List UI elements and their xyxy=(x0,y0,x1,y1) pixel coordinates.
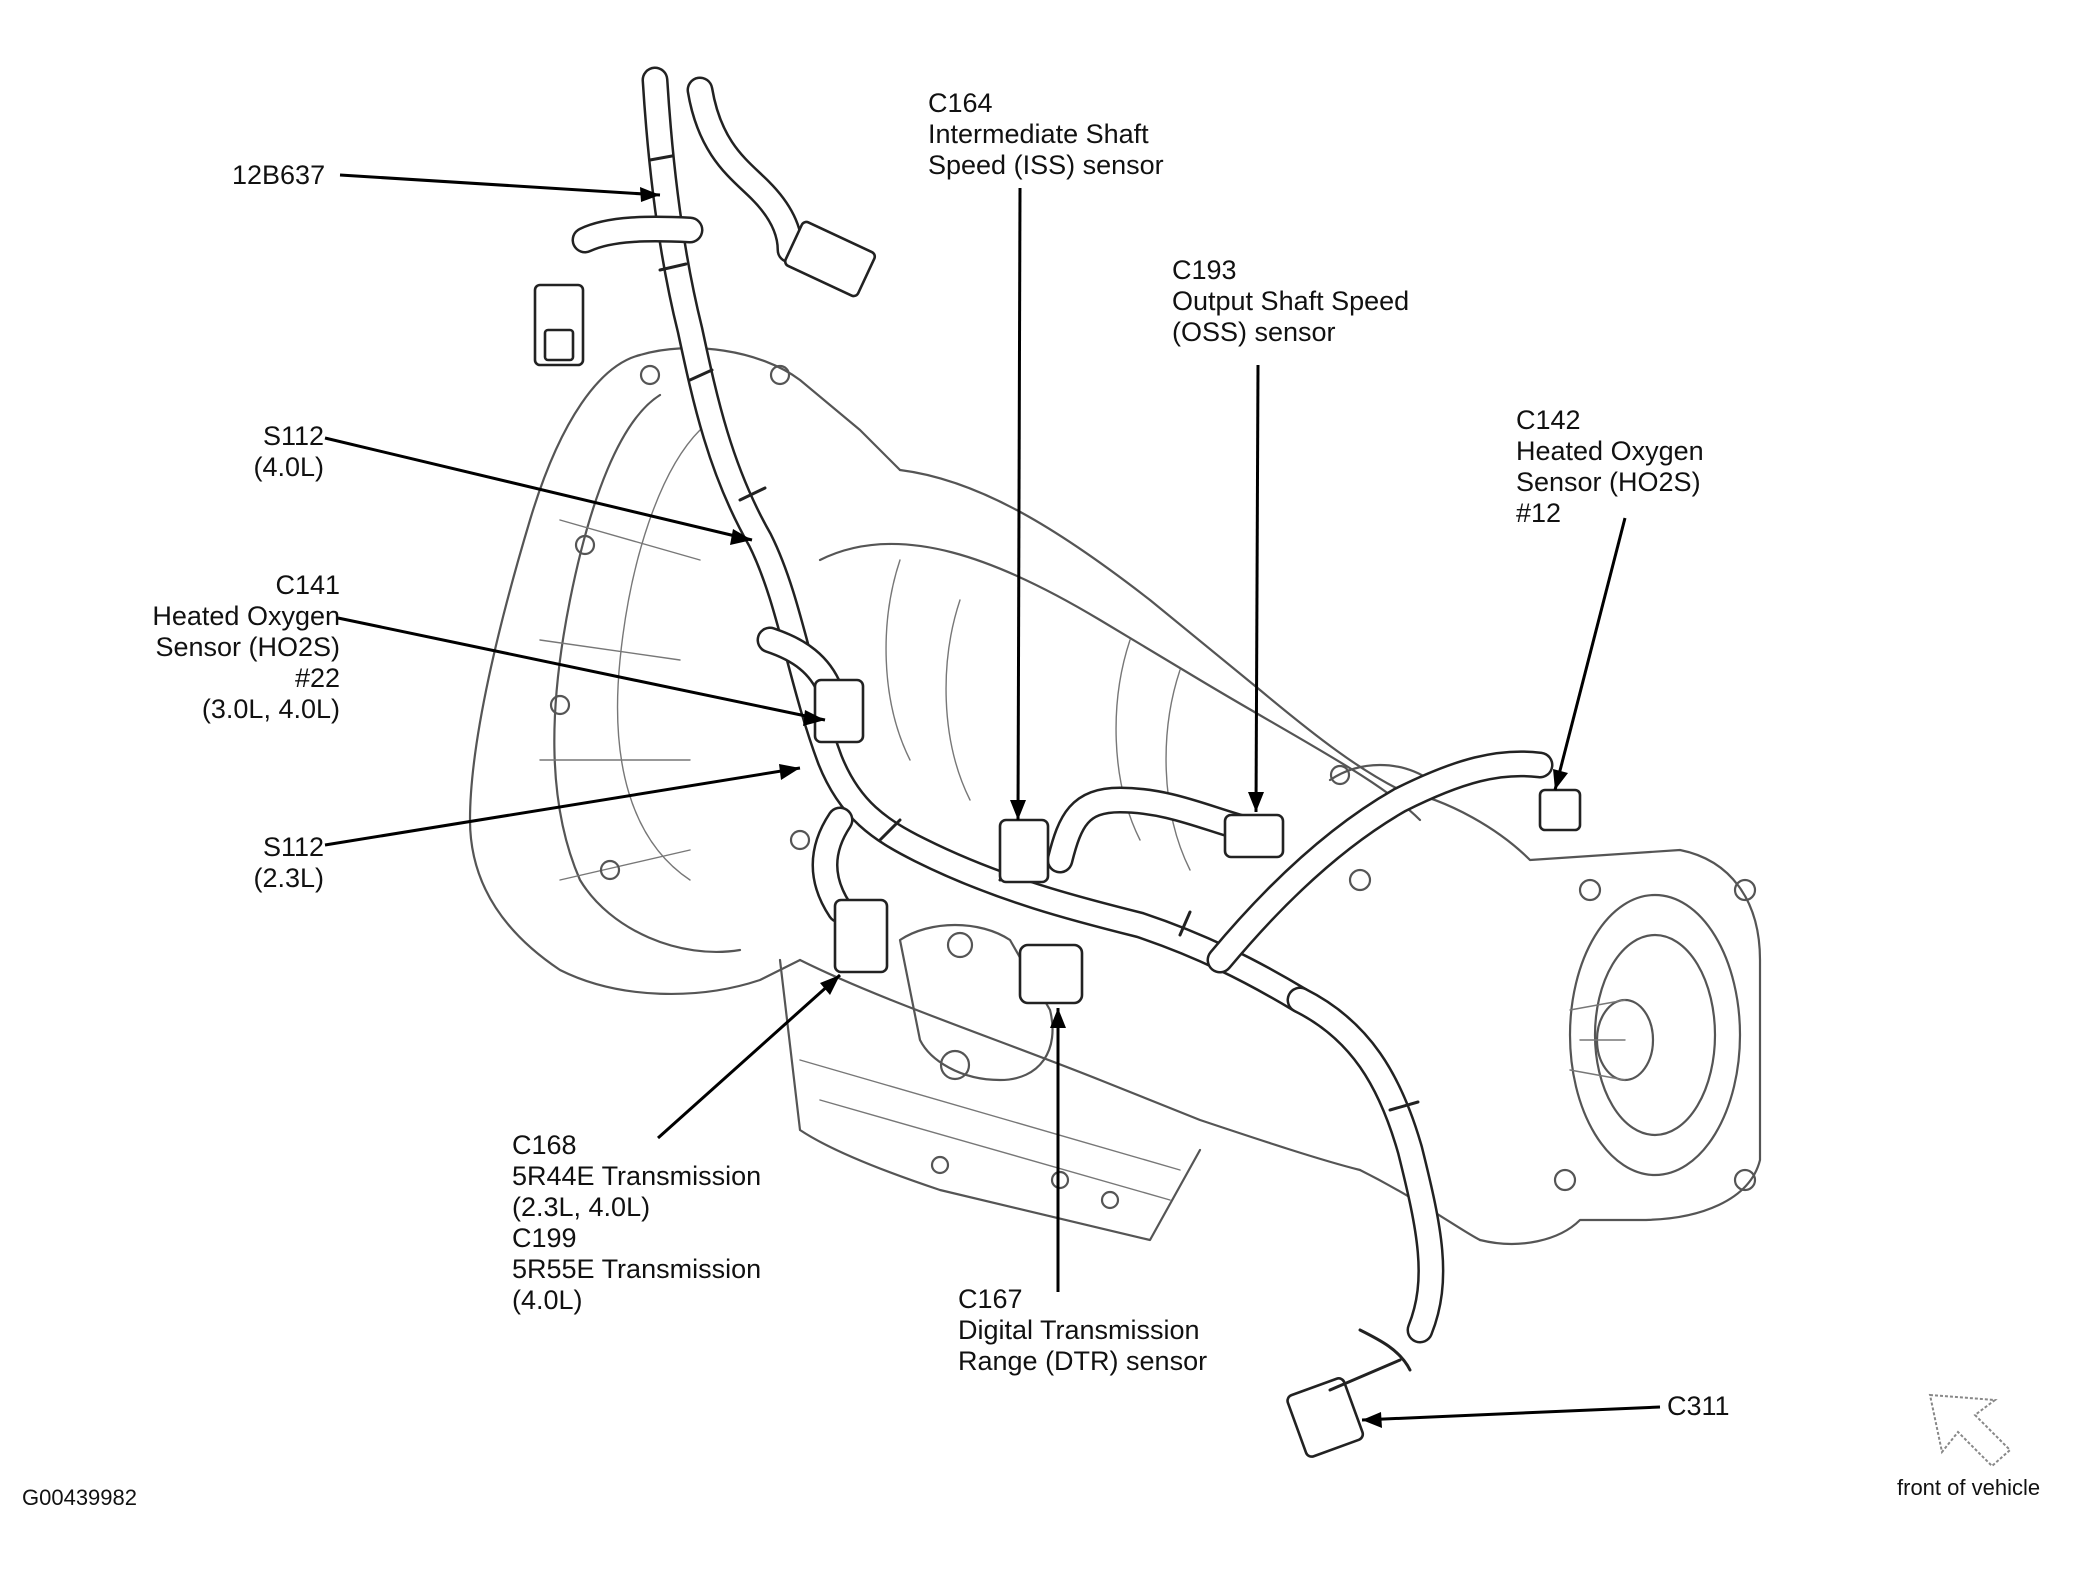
leader-s112-23 xyxy=(324,766,801,847)
leader-lines xyxy=(324,173,1661,1428)
label-c142: C142 Heated Oxygen Sensor (HO2S) #12 xyxy=(1516,405,1704,528)
leader-c141 xyxy=(337,616,826,722)
label-c141: C141 Heated Oxygen Sensor (HO2S) #22 (3.… xyxy=(152,570,340,724)
leader-c168 xyxy=(656,973,842,1140)
leader-c142 xyxy=(1553,517,1627,791)
label-c311: C311 xyxy=(1667,1391,1730,1421)
label-c168-c199: C168 5R44E Transmission (2.3L, 4.0L) C19… xyxy=(512,1130,762,1315)
label-c193: C193 Output Shaft Speed (OSS) sensor xyxy=(1172,255,1410,347)
label-s112-4-0l: S112 (4.0L) xyxy=(253,421,324,482)
c311-connector xyxy=(1286,1377,1365,1458)
c142-connector xyxy=(1538,788,1582,832)
c193-connector xyxy=(1223,813,1285,859)
c164-connector xyxy=(998,818,1050,884)
label-front-of-vehicle: front of vehicle xyxy=(1897,1475,2041,1500)
label-c164: C164 Intermediate Shaft Speed (ISS) sens… xyxy=(928,88,1164,180)
leader-s112-40 xyxy=(324,436,753,542)
c168-connector xyxy=(833,898,889,974)
transmission-case xyxy=(468,347,1762,1246)
figure-id: G00439982 xyxy=(22,1485,137,1510)
label-c167: C167 Digital Transmission Range (DTR) se… xyxy=(958,1284,1208,1376)
label-s112-2-3l: S112 (2.3L) xyxy=(253,832,324,893)
leader-12b637 xyxy=(339,173,661,197)
leader-c311 xyxy=(1361,1405,1661,1422)
label-12b637: 12B637 xyxy=(232,160,326,190)
connectors xyxy=(533,220,1582,1458)
front-of-vehicle-arrow-icon xyxy=(1928,1393,2012,1468)
leader-c164 xyxy=(1016,187,1022,821)
c167-connector xyxy=(1018,943,1084,1005)
pigtail-connector-right xyxy=(783,220,877,298)
c141-connector xyxy=(813,678,865,744)
leader-c193 xyxy=(1254,364,1260,813)
